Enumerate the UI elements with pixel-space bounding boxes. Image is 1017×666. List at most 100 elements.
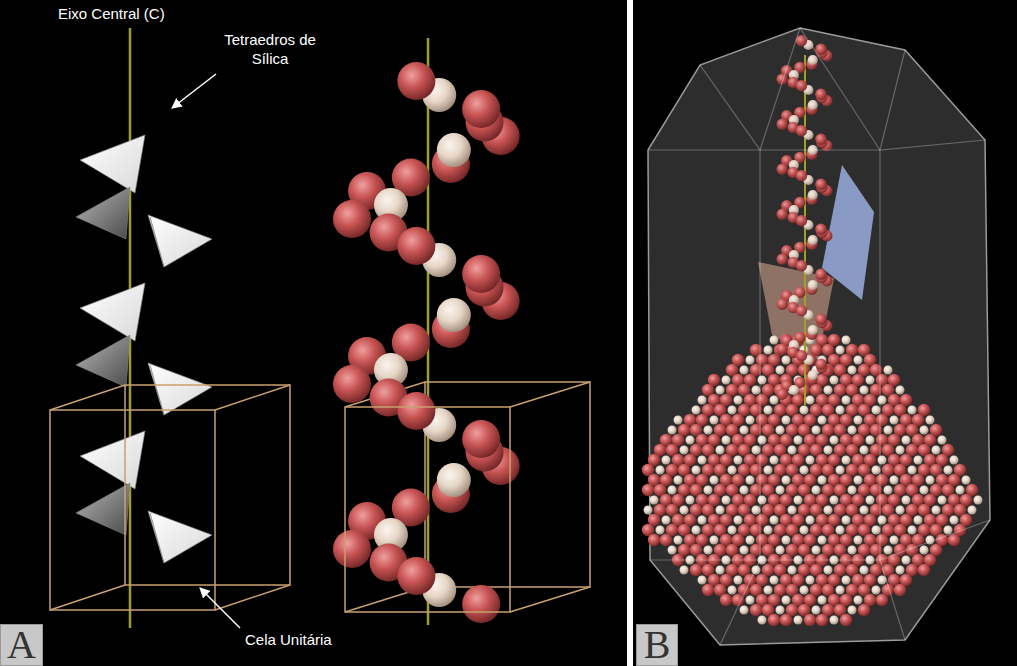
silicon-atom [710,536,719,545]
silicon-atom [860,446,869,455]
silicon-atom [758,496,767,505]
silicon-atom [704,486,713,495]
oxygen-atom [796,350,807,361]
silicon-atom [698,516,707,525]
silicon-atom [740,546,749,555]
silicon-atom [866,496,875,505]
silicon-atom [728,466,737,475]
silicon-atom [938,436,947,445]
silicon-atom [752,566,761,575]
oxygen-atom [918,564,930,576]
silicon-atom [830,376,839,385]
silicon-atom [818,476,827,485]
silicon-atom [956,486,965,495]
silicon-atom [698,456,707,465]
silicon-atom [800,526,809,535]
silicon-atom [902,496,911,505]
oxygen-atom [333,530,371,568]
oxygen-atom [776,299,787,310]
silicon-atom [746,416,755,425]
silicon-atom [782,536,791,545]
silicon-atom [758,436,767,445]
oxygen-atom [397,227,435,265]
silicon-atom [746,536,755,545]
silicon-atom [854,476,863,485]
silicon-atom [788,446,797,455]
silicon-atom [776,606,785,615]
silicon-atom [800,466,809,475]
silicon-atom [926,476,935,485]
axis-label: Eixo Central (C) [58,4,165,23]
silicon-atom [872,466,881,475]
oxygen-atom [776,164,787,175]
silicon-atom [854,536,863,545]
silicon-atom [806,456,815,465]
unit-cell-label: Cela Unitária [245,630,332,649]
silicon-atom [437,463,471,497]
tetrahedra-label: Tetraedros de Sílica [224,30,316,68]
silicon-atom [722,436,731,445]
silicon-atom [746,596,755,605]
oxygen-atom [816,614,828,626]
silicon-atom [920,486,929,495]
tetrahedron-face [76,483,130,535]
silicon-atom [890,536,899,545]
silicon-atom [818,596,827,605]
oxygen-atom [796,305,807,316]
silicon-atom [722,376,731,385]
panel-letter-box: B [636,624,678,666]
silicon-atom [692,526,701,535]
silicon-atom [842,396,851,405]
silicon-atom [764,406,773,415]
leader-arrow [200,588,240,628]
silicon-atom [788,566,797,575]
oxygen-atom [815,134,826,145]
silicon-atom [884,366,893,375]
silicon-atom [764,526,773,535]
silicon-atom [764,586,773,595]
silicon-atom [974,496,983,505]
crystal-face [758,262,834,360]
silicon-atom [848,486,857,495]
panel-b-background [633,0,1017,666]
silicon-atom [920,426,929,435]
silicon-atom [878,396,887,405]
panel-letter: B [639,625,676,665]
oxygen-atom [333,200,371,238]
silicon-atom [734,576,743,585]
quartz-crystal [648,28,990,645]
silicon-atom [824,506,833,515]
silicon-atom [932,506,941,515]
silicon-atom [789,385,799,395]
oxygen-atom [876,594,888,606]
oxygen-atom [333,365,371,403]
oxygen-atom [776,119,787,130]
crystal-edges [648,28,990,645]
ball-model-helix [776,35,832,400]
unit-cell [50,385,290,610]
silicon-atom [680,506,689,515]
tetrahedron-face [148,215,212,267]
oxygen-atom [815,224,826,235]
silicon-atom [698,576,707,585]
silicon-atom [752,386,761,395]
silicon-atom [812,546,821,555]
silicon-atom [926,416,935,425]
silicon-atom [854,356,863,365]
silicon-atom [770,336,779,345]
oxygen-atom [720,594,732,606]
silicon-atom [808,280,818,290]
silicon-atom [794,496,803,505]
silica-tetrahedra [76,135,212,563]
silicon-atom [716,386,725,395]
silicon-atom [758,616,767,625]
silicon-atom [704,426,713,435]
silicon-atom [740,366,749,375]
tetrahedron-face [150,513,164,563]
unit-cell [345,382,590,612]
silicon-atom [962,476,971,485]
silicon-atom [746,476,755,485]
oxygen-atom [702,584,714,596]
silicon-atom [806,516,815,525]
oxygen-atom [796,125,807,136]
